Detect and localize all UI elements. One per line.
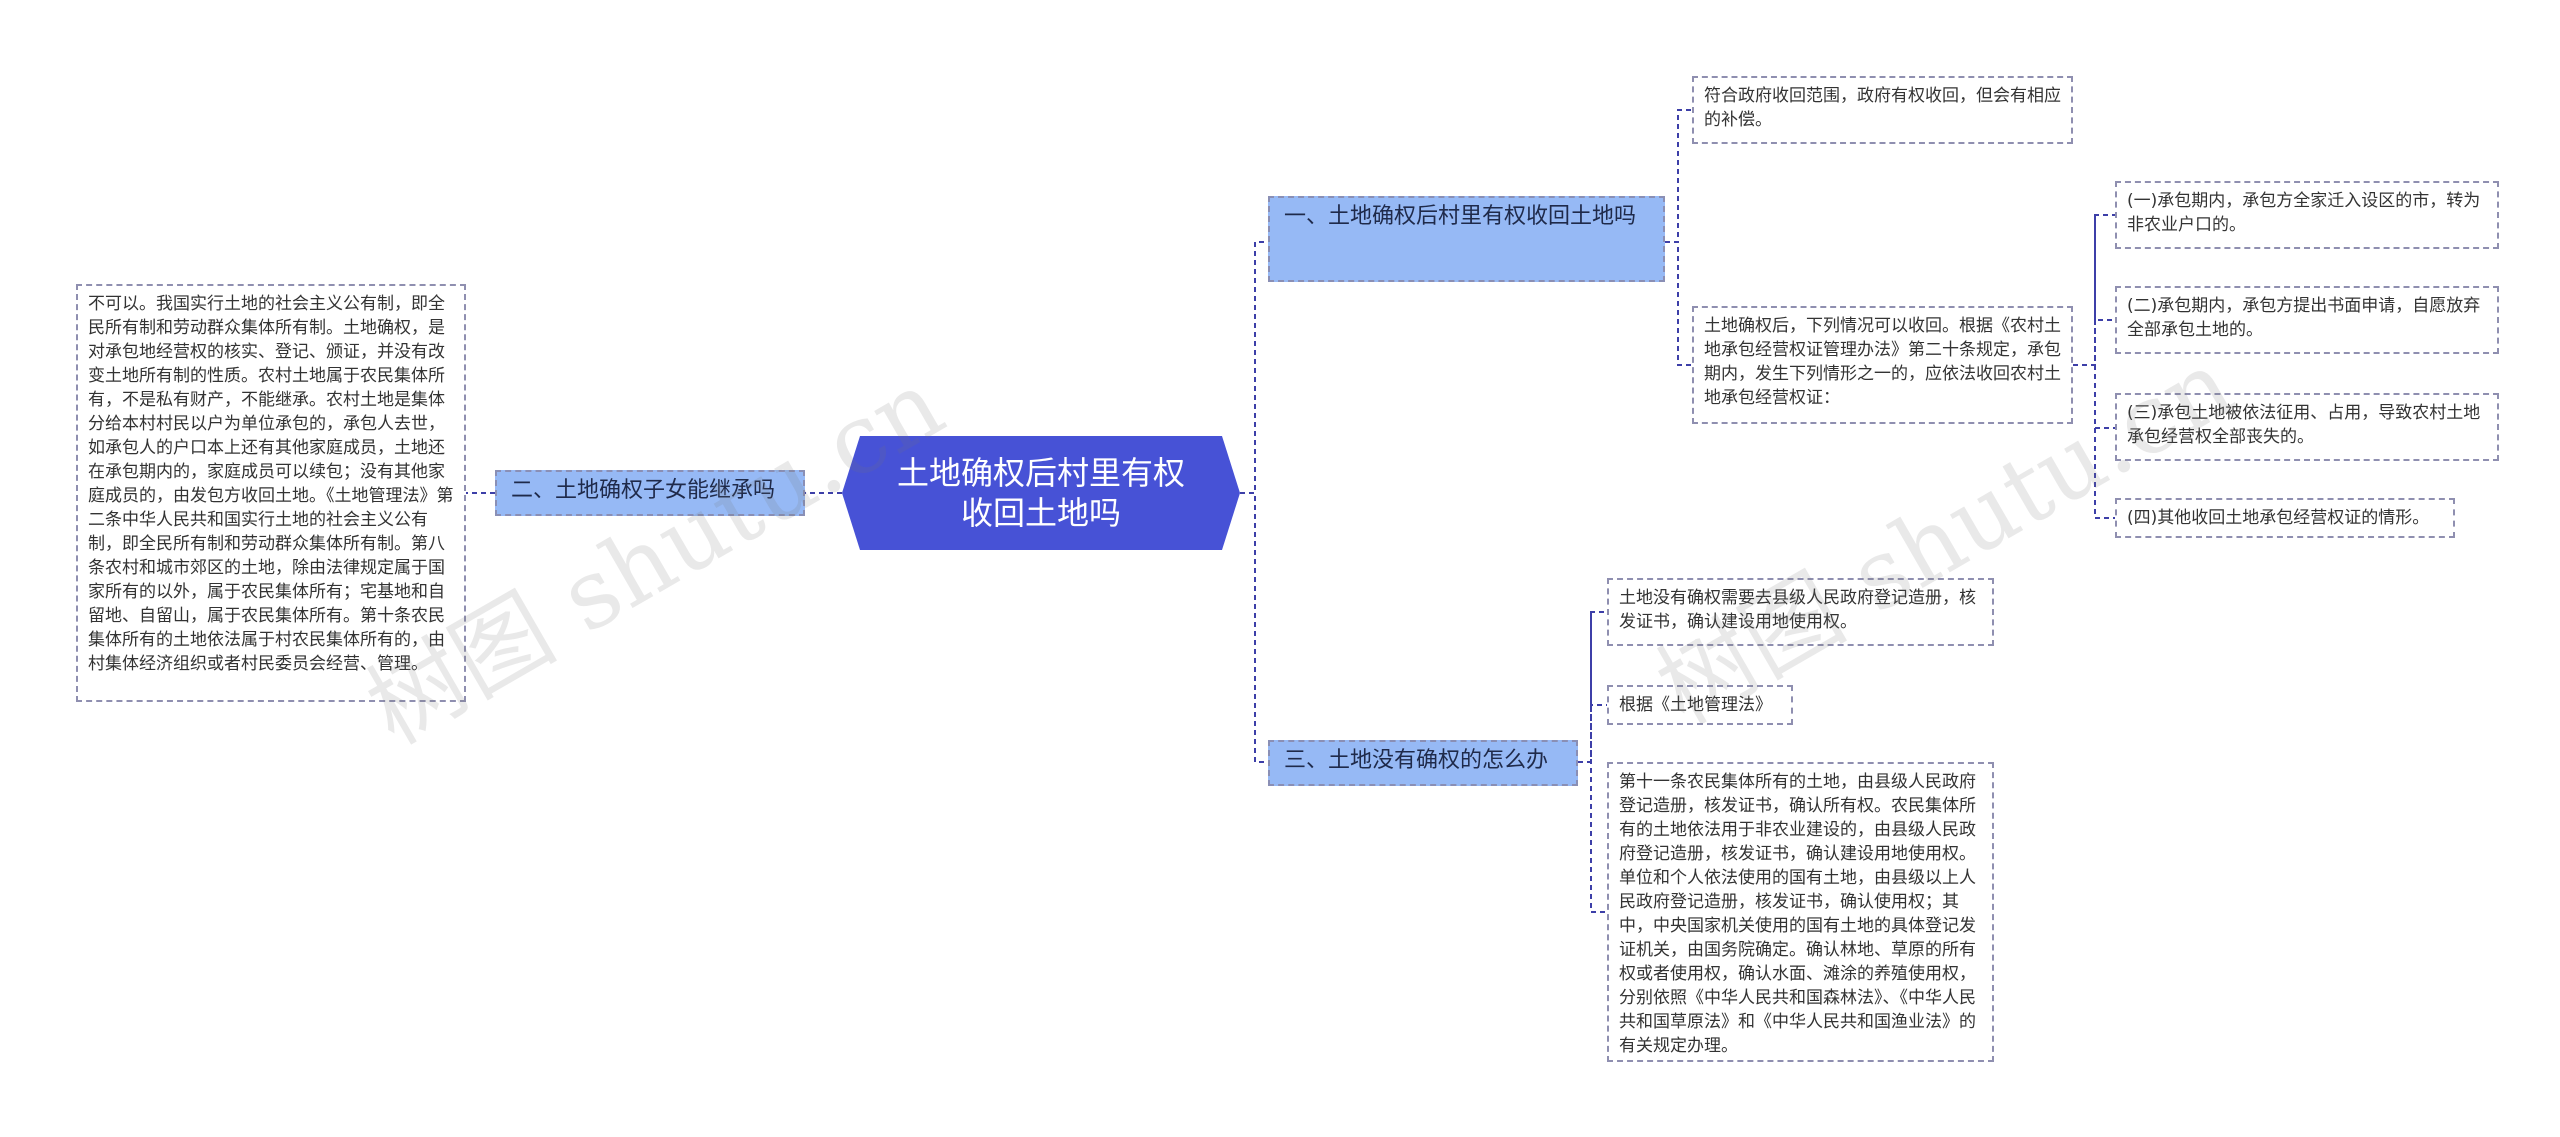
link-b3-leaves xyxy=(1578,611,1607,913)
leaf-condition-1: (一)承包期内，承包方全家迁入设区的市，转为非农业户口的。 xyxy=(2115,181,2499,249)
leaf-condition-2: (二)承包期内，承包方提出书面申请，自愿放弃全部承包土地的。 xyxy=(2115,286,2499,354)
branch-land-reclaim[interactable]: 一、土地确权后村里有权收回土地吗 xyxy=(1268,196,1665,282)
leaf-article-11: 第十一条农民集体所有的土地，由县级人民政府登记造册，核发证书，确认所有权。农民集… xyxy=(1607,762,1994,1062)
leaf-condition-4: (四)其他收回土地承包经营权证的情形。 xyxy=(2115,498,2455,538)
leaf-land-law-ref: 根据《土地管理法》 xyxy=(1607,685,1793,725)
leaf-government-reclaim: 符合政府收回范围，政府有权收回，但会有相应的补偿。 xyxy=(1692,76,2073,144)
link-b1-l1a xyxy=(1665,109,1692,243)
leaf-inheritance-answer: 不可以。我国实行土地的社会主义公有制，即全民所有制和劳动群众集体所有制。土地确权… xyxy=(76,284,466,702)
link-l1b-subs xyxy=(2073,214,2115,519)
link-root-b3 xyxy=(1240,492,1268,763)
leaf-condition-3: (三)承包土地被依法征用、占用，导致农村土地承包经营权全部丧失的。 xyxy=(2115,393,2499,461)
leaf-register-land: 土地没有确权需要去县级人民政府登记造册，核发证书，确认建设用地使用权。 xyxy=(1607,578,1994,646)
link-b1-l1b xyxy=(1665,241,1692,366)
branch-children-inherit[interactable]: 二、土地确权子女能继承吗 xyxy=(495,470,805,516)
root-node[interactable]: 土地确权后村里有权收回土地吗 xyxy=(842,436,1240,550)
leaf-reclaim-conditions: 土地确权后，下列情况可以收回。根据《农村土地承包经营权证管理办法》第二十条规定，… xyxy=(1692,306,2073,424)
link-root-b1 xyxy=(1240,241,1268,494)
branch-unconfirmed-land[interactable]: 三、土地没有确权的怎么办 xyxy=(1268,740,1578,786)
